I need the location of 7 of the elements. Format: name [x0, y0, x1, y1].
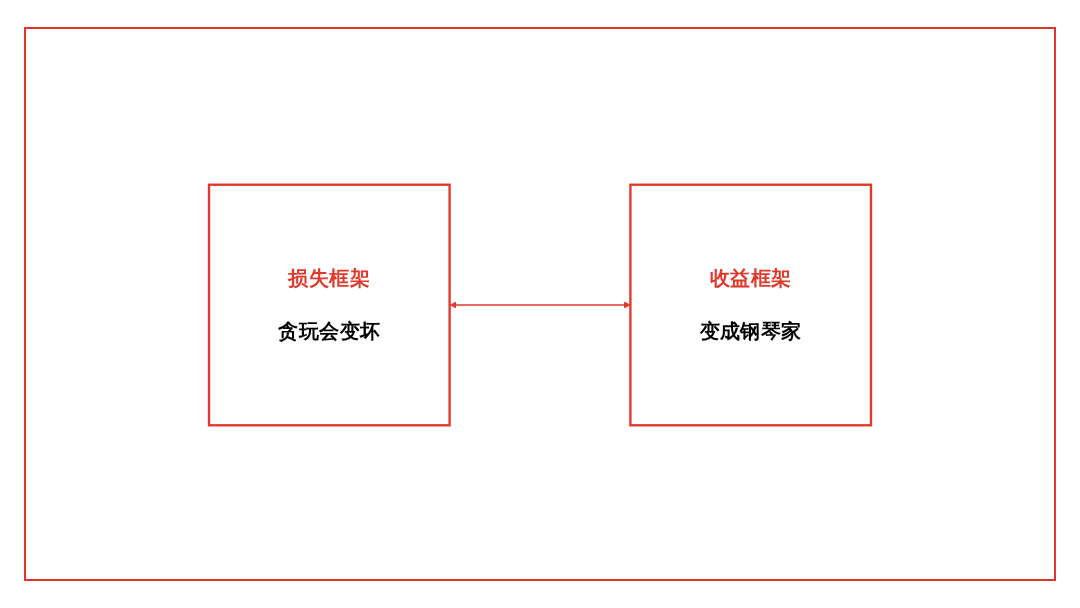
- node-text: 变成钢琴家: [699, 319, 802, 343]
- node-heading: 收益框架: [709, 266, 792, 290]
- node-box: [629, 183, 873, 427]
- node-heading: 损失框架: [288, 266, 371, 290]
- node-box: [207, 183, 451, 427]
- arrow: [449, 301, 631, 309]
- node-text: 贪玩会变坏: [278, 319, 381, 343]
